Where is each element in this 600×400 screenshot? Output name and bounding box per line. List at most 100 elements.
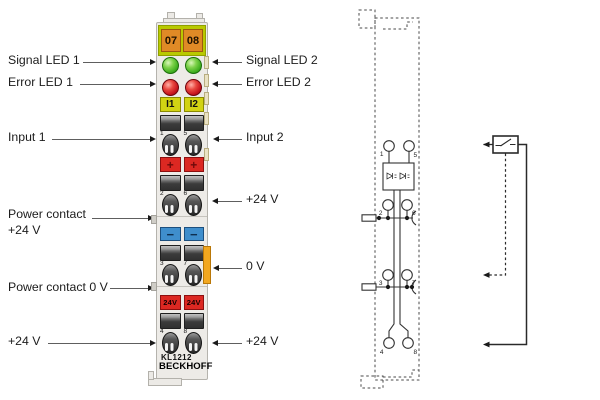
- terminal-number: 7: [183, 260, 188, 267]
- label-zero-v: 0 V: [246, 259, 265, 273]
- plus-label: +: [183, 157, 204, 172]
- clamp-row-c: [160, 245, 204, 261]
- terminal-number: 7: [412, 280, 416, 287]
- led-diode-symbols: [386, 172, 410, 180]
- switch-box: [492, 135, 519, 154]
- terminal-module: 07 08 I1 I2 1 5 + +: [148, 12, 212, 396]
- clamp-icon: [160, 115, 181, 131]
- pointer-line-input-1: [52, 135, 156, 142]
- pointer-line-plus-24v-top: [212, 197, 242, 204]
- power-contact-0v-tab: [151, 282, 157, 291]
- terminal-number: 5: [183, 130, 188, 137]
- housing-seam: [157, 216, 207, 217]
- power-contact-24v-tab: [151, 215, 157, 224]
- clamp-icon: [183, 313, 204, 329]
- label-error-led-1: Error LED 1: [8, 75, 73, 89]
- power-contact-spring-icon: [411, 210, 417, 226]
- volt-24v-label: 24V: [160, 295, 181, 310]
- pointer-line-zero-v: [213, 264, 242, 271]
- label-signal-led-1: Signal LED 1: [8, 53, 80, 67]
- plus-label: +: [160, 157, 181, 172]
- clamp-row-b: [160, 175, 204, 191]
- signal-led-row: [160, 57, 204, 74]
- plus-label-row: + +: [160, 157, 204, 172]
- socket-row-b: 2 6: [160, 190, 204, 216]
- terminal-point-circles: [382, 140, 415, 349]
- socket-row-d: 4 8: [160, 328, 204, 354]
- side-tab: [204, 148, 209, 161]
- model-number: KL1212: [161, 353, 192, 362]
- channel-label-frame: 07 08: [158, 25, 206, 56]
- side-tab: [204, 112, 209, 125]
- channel-label-07: 07: [161, 29, 181, 52]
- terminal-number: 2: [379, 210, 383, 217]
- label-plus-24v-top: +24 V: [246, 192, 279, 206]
- terminal-number: 2: [160, 190, 164, 197]
- wire-socket-icon: [185, 134, 203, 156]
- minus-label: −: [183, 227, 204, 242]
- clamp-row-d: [160, 313, 204, 329]
- wire-socket-icon: [185, 194, 203, 216]
- pointer-line-power-contact-24v: [92, 214, 154, 221]
- terminal-outline-dashed: [358, 9, 420, 389]
- wire-socket-icon: [161, 332, 179, 354]
- mounting-foot: [148, 378, 182, 386]
- label-error-led-2: Error LED 2: [246, 75, 311, 89]
- clamp-icon: [160, 313, 181, 329]
- terminal-number: 4: [160, 328, 164, 335]
- clamp-icon: [183, 175, 204, 191]
- supply-loop-line: [489, 143, 528, 346]
- minus-label: −: [160, 227, 181, 242]
- pointer-line-input-2: [213, 135, 242, 142]
- power-contact-blade-icon: [361, 214, 377, 222]
- label-plus-24v-left: +24 V: [8, 334, 41, 348]
- label-input-2: Input 2: [246, 130, 284, 144]
- clamp-icon: [183, 115, 204, 131]
- external-switch-circuit: [483, 135, 528, 348]
- terminal-number: 1: [160, 130, 164, 137]
- housing-seam: [157, 286, 207, 287]
- return-dashed-line: [489, 153, 507, 276]
- pointer-line-error-led-1: [80, 80, 156, 87]
- internal-wiring-schematic: 1 5 2 6 3 7 4 8: [358, 9, 420, 389]
- terminal-number: 4: [380, 349, 384, 356]
- label-plus-24v-bottom: +24 V: [246, 334, 279, 348]
- signal-led-2-icon: [185, 57, 203, 74]
- mounting-foot-hook: [148, 371, 154, 380]
- mounting-notch-top: [196, 13, 203, 19]
- socket-row-c: 3 7: [160, 260, 204, 286]
- wire-socket-icon: [161, 134, 179, 156]
- wire-socket-icon: [185, 332, 203, 354]
- input-label-i1: I1: [160, 97, 181, 112]
- side-tab: [204, 92, 209, 105]
- error-led-1-icon: [161, 79, 179, 96]
- terminal-number: 5: [414, 152, 418, 159]
- label-signal-led-2: Signal LED 2: [246, 53, 318, 67]
- wire-socket-icon: [161, 264, 179, 286]
- terminal-number: 6: [183, 190, 188, 197]
- label-power-contact-0v: Power contact 0 V: [8, 280, 108, 294]
- clamp-icon: [160, 175, 181, 191]
- clamp-icon: [160, 245, 181, 261]
- minus-label-row: − −: [160, 227, 204, 242]
- schematic-terminal-numbers: 1 5 2 6 3 7 4 8: [379, 151, 418, 356]
- clamp-row-a: [160, 115, 204, 131]
- volt-label-row: 24V 24V: [160, 295, 204, 310]
- wire-socket-icon: [185, 264, 203, 286]
- terminal-number: 3: [160, 260, 164, 267]
- pointer-line-signal-led-2: [212, 58, 242, 65]
- input-label-i2: I2: [183, 97, 204, 112]
- arrow-left-icons: [483, 141, 490, 348]
- terminal-number: 6: [412, 210, 416, 217]
- socket-row-a: 1 5: [160, 130, 204, 156]
- power-contact-blade-icon: [361, 283, 377, 291]
- wiring-lines: [361, 151, 417, 338]
- brand-name: BECKHOFF: [159, 361, 213, 372]
- clamp-icon: [183, 245, 204, 261]
- volt-24v-label: 24V: [183, 295, 204, 310]
- label-power-contact-24v-line1: Power contact: [8, 207, 86, 221]
- channel-label-08: 08: [183, 29, 203, 52]
- pointer-line-power-contact-0v: [110, 284, 154, 291]
- side-tab: [204, 56, 209, 69]
